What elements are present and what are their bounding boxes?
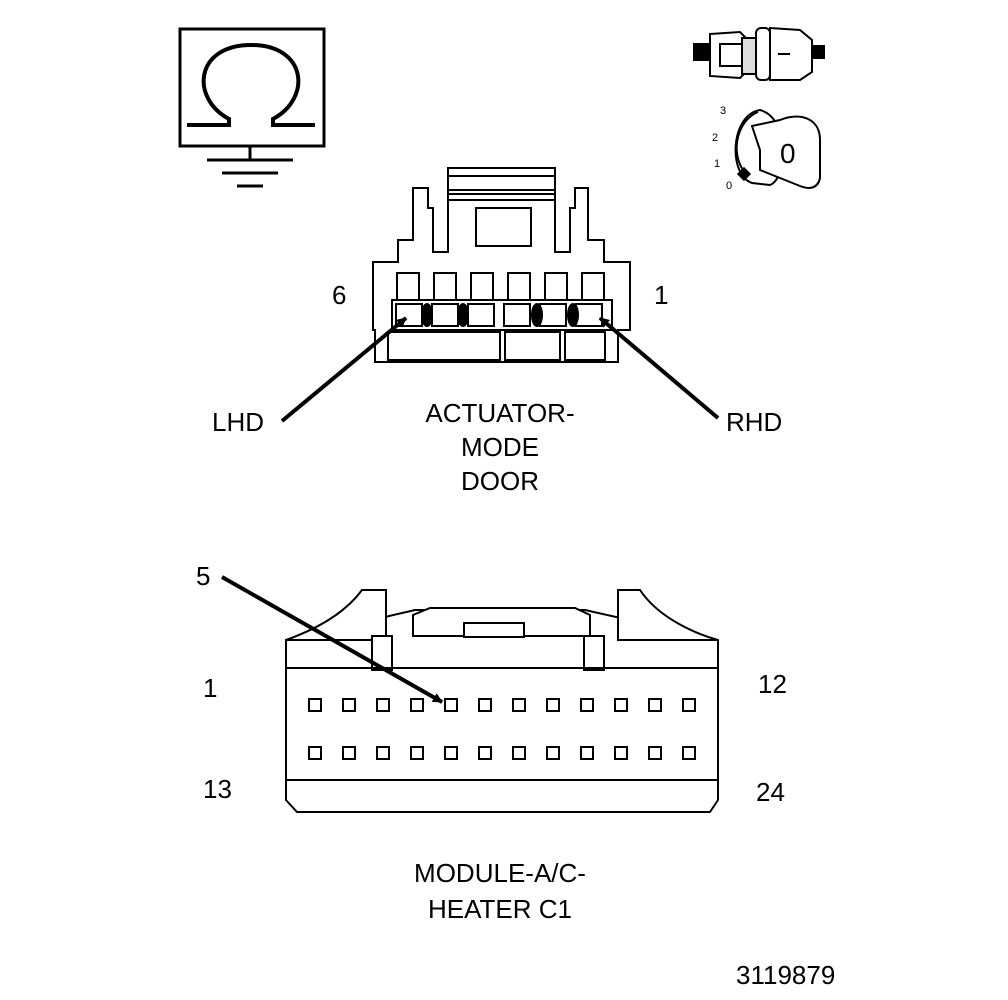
- module-connector: [285, 589, 719, 813]
- module-pin-cavity: [444, 698, 458, 712]
- lhd-label: LHD: [212, 407, 265, 437]
- pin-5-callout-label: 5: [196, 561, 211, 591]
- connector-disconnected-icon: [693, 26, 825, 81]
- actuator-pin-1-label: 1: [654, 280, 669, 310]
- module-pin-cavity: [512, 746, 526, 760]
- pin5-callout-arrow: [221, 575, 443, 704]
- module-pin-cavity: [580, 746, 594, 760]
- module-pin-cavity: [648, 698, 662, 712]
- module-pin-cavity: [546, 698, 560, 712]
- rhd-callout-arrow: [598, 316, 720, 420]
- module-pin-1-label: 1: [203, 673, 218, 703]
- module-pin-row-bottom: [308, 746, 696, 760]
- rhd-label: RHD: [726, 407, 783, 437]
- module-pin-cavity: [478, 698, 492, 712]
- module-title-line2: HEATER C1: [428, 894, 572, 924]
- actuator-connector: [372, 167, 631, 363]
- module-pin-cavity: [376, 746, 390, 760]
- actuator-title-line3: DOOR: [461, 466, 539, 496]
- actuator-title-line1: ACTUATOR-: [425, 398, 575, 428]
- module-pin-cavity: [614, 746, 628, 760]
- module-pin-cavity: [342, 746, 356, 760]
- module-pin-cavity: [410, 698, 424, 712]
- ignition-pos-0: 0: [726, 180, 733, 192]
- lhd-callout-arrow: [280, 316, 408, 423]
- module-pin-24-label: 24: [756, 777, 785, 807]
- module-pin-cavity: [682, 746, 696, 760]
- module-title-line1: MODULE-A/C-: [414, 858, 586, 888]
- module-pin-cavity: [376, 698, 390, 712]
- module-pin-cavity: [546, 746, 560, 760]
- module-pin-13-label: 13: [203, 774, 232, 804]
- module-pin-cavity: [512, 698, 526, 712]
- module-pin-cavity: [478, 746, 492, 760]
- module-pin-cavity: [648, 746, 662, 760]
- module-pin-cavity: [342, 698, 356, 712]
- module-pin-cavity: [580, 698, 594, 712]
- figure-id: 3119879: [736, 960, 836, 990]
- ignition-key-off-icon: [734, 108, 821, 189]
- module-pin-cavity: [614, 698, 628, 712]
- module-pin-cavity: [444, 746, 458, 760]
- ignition-pos-2: 2: [712, 132, 719, 144]
- actuator-pin-6-label: 6: [332, 280, 347, 310]
- module-pin-12-label: 12: [758, 669, 787, 699]
- ohm-ground-icon: [178, 27, 326, 188]
- ignition-pos-3: 3: [720, 105, 727, 117]
- actuator-title-line2: MODE: [461, 432, 539, 462]
- module-pin-cavity: [682, 698, 696, 712]
- module-pin-cavity: [308, 698, 322, 712]
- module-pin-cavity: [308, 746, 322, 760]
- module-pin-row-top: [308, 698, 696, 712]
- ignition-pos-1: 1: [714, 158, 721, 170]
- ignition-key-label: 0: [780, 138, 796, 169]
- module-pin-cavity: [410, 746, 424, 760]
